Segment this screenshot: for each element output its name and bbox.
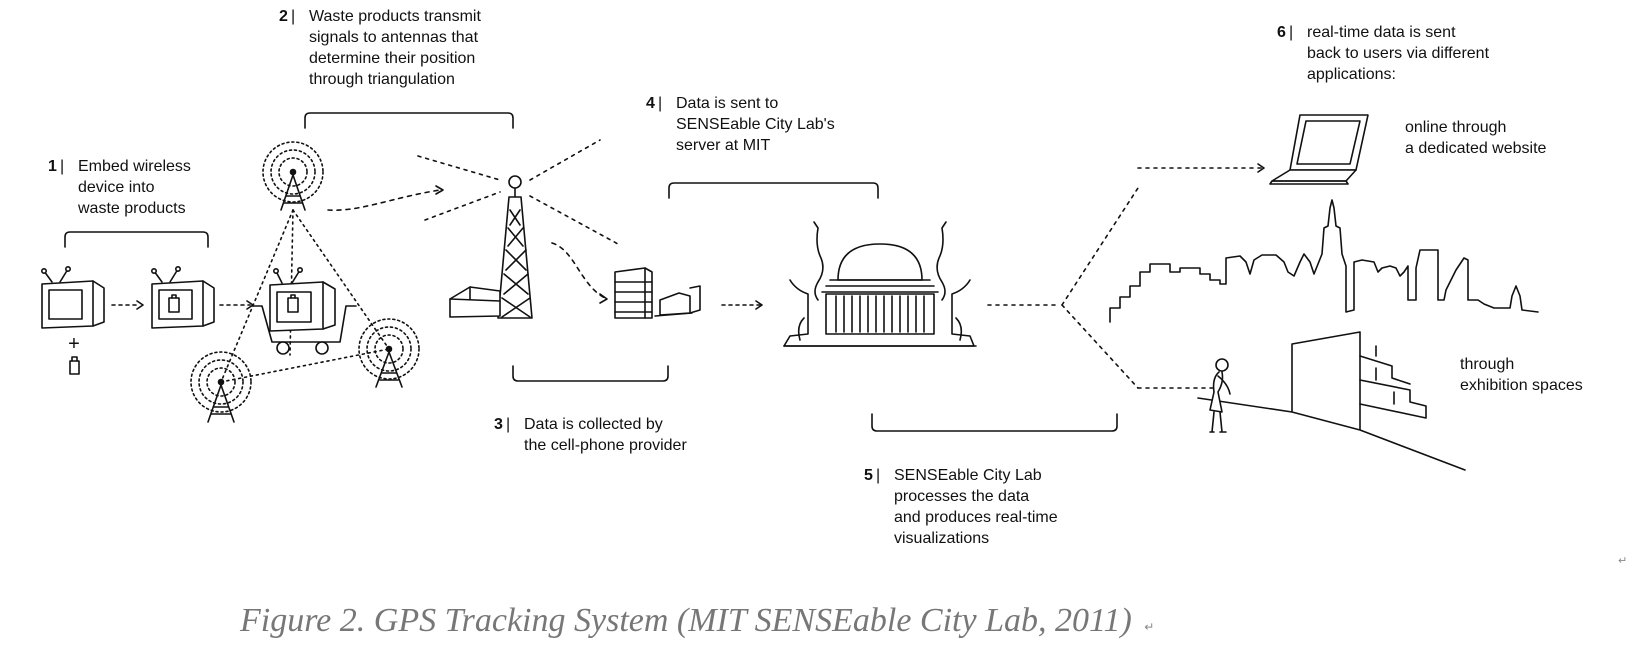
step-number: 3 bbox=[494, 416, 503, 433]
antenna-tower-top bbox=[280, 168, 306, 211]
woman-figure-icon bbox=[1209, 358, 1231, 433]
wireless-device-icon bbox=[69, 356, 80, 375]
bracket-step4 bbox=[668, 182, 879, 199]
distribution-lines bbox=[987, 167, 1263, 389]
step-number: 1 bbox=[48, 158, 57, 175]
step-separator: | bbox=[506, 416, 511, 433]
tv-on-cart-icon bbox=[251, 266, 357, 355]
step-text-line: SENSEable City Lab bbox=[894, 467, 1042, 484]
mit-building-icon bbox=[783, 221, 977, 347]
bracket-step1 bbox=[64, 231, 209, 248]
laptop-icon bbox=[1269, 114, 1369, 185]
step-text-line: SENSEable City Lab's bbox=[676, 116, 835, 133]
step-number: 4 bbox=[646, 95, 655, 112]
step-text-line: device into bbox=[78, 179, 155, 196]
step-text-line: and produces real-time bbox=[894, 509, 1058, 526]
antenna-signal-left bbox=[190, 351, 252, 413]
antenna-tower-left bbox=[207, 378, 235, 423]
step-text-line: through triangulation bbox=[309, 71, 455, 88]
antenna-signal-right bbox=[358, 318, 420, 380]
exhibition-wall-icon bbox=[1197, 331, 1466, 471]
step-text-line: processes the data bbox=[894, 488, 1030, 505]
arrow-to-tower bbox=[327, 189, 441, 211]
step-separator: | bbox=[876, 467, 881, 484]
step-separator: | bbox=[60, 158, 65, 175]
bracket-step5 bbox=[871, 413, 1118, 432]
provider-server-icon bbox=[614, 267, 701, 319]
app-text-line: online through bbox=[1405, 119, 1507, 136]
step-text-line: Embed wireless bbox=[78, 158, 191, 175]
arrow-to-provider bbox=[551, 242, 606, 299]
antenna-signal-top bbox=[262, 141, 324, 203]
step-text-line: determine their position bbox=[309, 50, 476, 67]
house-icon bbox=[449, 286, 501, 318]
step-text-line: visualizations bbox=[894, 530, 990, 547]
cell-tower bbox=[497, 175, 533, 319]
step-text-line: Data is sent to bbox=[676, 95, 779, 112]
signal-rays bbox=[417, 139, 619, 245]
step-number: 6 bbox=[1277, 24, 1286, 41]
step-text-line: signals to antennas that bbox=[309, 29, 479, 46]
step-text-line: the cell-phone provider bbox=[524, 437, 687, 454]
antenna-tower-right bbox=[375, 345, 403, 388]
step-separator: | bbox=[658, 95, 663, 112]
app-text-line: through bbox=[1460, 356, 1515, 373]
step-text-line: real-time data is sent bbox=[1307, 24, 1456, 41]
step-number: 5 bbox=[864, 467, 873, 484]
app-text-line: a dedicated website bbox=[1405, 140, 1547, 157]
step-text-line: back to users via different bbox=[1307, 45, 1490, 62]
app-text-line: exhibition spaces bbox=[1460, 377, 1583, 394]
figure-caption: Figure 2. GPS Tracking System (MIT SENSE… bbox=[240, 602, 1154, 640]
bracket-step2 bbox=[304, 112, 514, 129]
caption-text: Figure 2. GPS Tracking System (MIT SENSE… bbox=[240, 602, 1132, 639]
tv-icon-2 bbox=[151, 265, 215, 329]
plus-sign: + bbox=[68, 333, 80, 355]
step-text-line: Data is collected by bbox=[524, 416, 663, 433]
tv-icon-1 bbox=[40, 265, 105, 329]
step-text-line: server at MIT bbox=[676, 137, 771, 154]
caption-return-mark: ↵ bbox=[1144, 620, 1155, 634]
step-text-line: applications: bbox=[1307, 66, 1396, 83]
step-separator: | bbox=[291, 8, 296, 25]
step-text-line: waste products bbox=[78, 200, 186, 217]
step-number: 2 bbox=[279, 8, 288, 25]
city-skyline-icon bbox=[1109, 199, 1539, 323]
bracket-step3 bbox=[512, 365, 669, 382]
online-website-label: online through a dedicated website bbox=[1405, 117, 1546, 159]
step-separator: | bbox=[1289, 24, 1294, 41]
return-mark: ↵ bbox=[1618, 554, 1628, 567]
step-text-line: Waste products transmit bbox=[309, 8, 481, 25]
exhibition-spaces-label: through exhibition spaces bbox=[1460, 354, 1583, 396]
